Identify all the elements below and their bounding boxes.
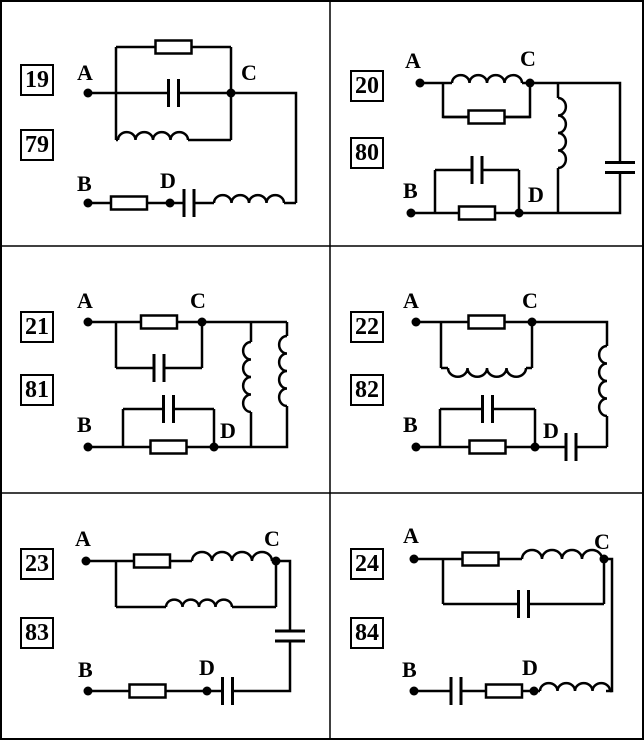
node-label-c: C (594, 529, 610, 554)
node-label-b: B (78, 657, 93, 682)
panel-23: 23 83 A C B D (0, 493, 322, 739)
inductor (164, 598, 234, 608)
variant-number: 82 (350, 374, 384, 406)
node-label-d: D (522, 655, 538, 680)
resistor (109, 195, 149, 211)
wire (272, 559, 278, 607)
variant-number: 79 (20, 129, 54, 161)
panel-20: 20 80 A C B D (330, 0, 644, 246)
resistor (139, 314, 179, 330)
node-label-b: B (403, 412, 418, 437)
wire (532, 320, 609, 346)
circuit-20 (406, 73, 635, 221)
resistor (154, 39, 193, 55)
node-label-a: A (405, 48, 421, 73)
resistor (468, 439, 507, 455)
panel-24: 24 84 A C B D (330, 493, 644, 739)
inductor (277, 334, 288, 408)
node-label-b: B (402, 657, 417, 682)
variant-number: 21 (20, 311, 54, 343)
circuit-24 (409, 548, 614, 705)
circuit-19 (83, 39, 298, 217)
node-label-a: A (77, 60, 93, 85)
resistor (128, 683, 167, 699)
node-label-d: D (199, 655, 215, 680)
node-label-d: D (220, 418, 236, 443)
inductor (116, 130, 190, 141)
wire (214, 406, 289, 449)
variant-number: 19 (20, 64, 54, 96)
panel-19: 19 79 A C B D (0, 0, 322, 246)
variant-number: 24 (350, 548, 384, 580)
node-label-a: A (403, 523, 419, 548)
node-dot (209, 442, 219, 452)
node-dot (514, 208, 524, 218)
resistor (461, 551, 500, 567)
node-label-a: A (77, 288, 93, 313)
node-label-d: D (543, 418, 559, 443)
inductor (190, 550, 274, 562)
circuit-22 (411, 314, 609, 461)
inductor (557, 96, 568, 170)
wire (602, 557, 606, 604)
inductor (212, 193, 286, 204)
wire (231, 91, 298, 203)
variant-number: 80 (350, 137, 384, 169)
node-label-a: A (75, 526, 91, 551)
node-label-c: C (241, 60, 257, 85)
inductor (538, 681, 612, 692)
inductor (450, 73, 524, 84)
resistor (467, 109, 506, 125)
resistor (484, 683, 524, 699)
inductor (446, 367, 528, 379)
node-label-c: C (520, 46, 536, 71)
resistor (467, 314, 506, 330)
variant-number: 84 (350, 617, 384, 649)
variant-number: 22 (350, 311, 384, 343)
circuit-21 (83, 314, 289, 455)
node-label-a: A (403, 288, 419, 313)
inductor (241, 340, 252, 414)
node-label-b: B (403, 178, 418, 203)
variant-number: 20 (350, 70, 384, 102)
panel-22: 22 82 A C B D (330, 246, 644, 492)
node-label-c: C (190, 288, 206, 313)
wire (248, 653, 292, 693)
node-label-b: B (77, 171, 92, 196)
variant-number: 83 (20, 617, 54, 649)
panel-21: 21 81 A C B D (0, 246, 322, 492)
node-label-d: D (528, 182, 544, 207)
resistor (457, 205, 497, 221)
node-label-b: B (77, 412, 92, 437)
resistor (149, 439, 188, 455)
wire (530, 81, 622, 150)
inductor (597, 344, 608, 418)
inductor (520, 548, 604, 560)
variant-number: 23 (20, 548, 54, 580)
circuit-23 (81, 550, 305, 705)
node-label-c: C (522, 288, 538, 313)
node-label-d: D (160, 168, 176, 193)
wire (276, 559, 292, 619)
node-label-c: C (264, 526, 280, 551)
resistor (132, 553, 172, 569)
variant-number: 81 (20, 374, 54, 406)
wire (519, 185, 622, 215)
